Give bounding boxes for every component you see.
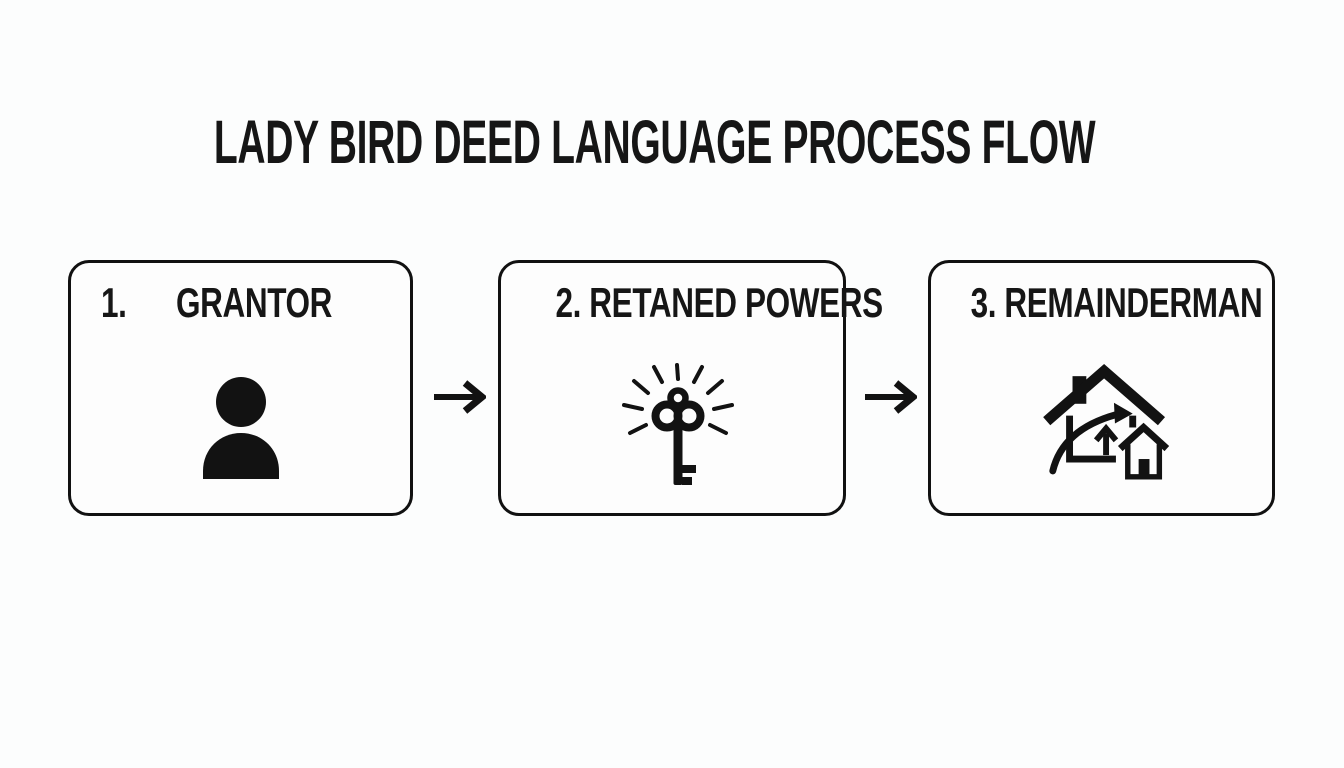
step-header: 3.REMAINDERMAN (922, 282, 1263, 324)
step-number: 3. (970, 279, 997, 326)
step-label: RETANED POWERS (589, 279, 883, 326)
step-label: GRANTOR (176, 279, 333, 326)
person-icon (202, 377, 279, 479)
right-arrow-icon (434, 380, 486, 414)
sparkle-rays (622, 363, 734, 435)
page-title: LADY BIRD DEED LANGUAGE PROCESS FLOW (0, 112, 1310, 173)
page-title-text: LADY BIRD DEED LANGUAGE PROCESS FLOW (213, 108, 1096, 176)
step-box-remainderman: 3.REMAINDERMAN (928, 260, 1275, 516)
house-transfer-icon (1042, 364, 1169, 480)
step-box-retained-powers: 2.RETANED POWERS (498, 260, 884, 516)
step-box-grantor: 1. GRANTOR (68, 260, 413, 516)
step-header: 1. GRANTOR (71, 282, 410, 324)
step-number: 1. (101, 279, 127, 326)
step-header: 2.RETANED POWERS (501, 279, 884, 326)
sparkling-key-icon (622, 363, 734, 485)
step-label: REMAINDERMAN (1004, 279, 1263, 326)
right-arrow-icon (865, 380, 917, 414)
step-number: 2. (555, 279, 582, 326)
